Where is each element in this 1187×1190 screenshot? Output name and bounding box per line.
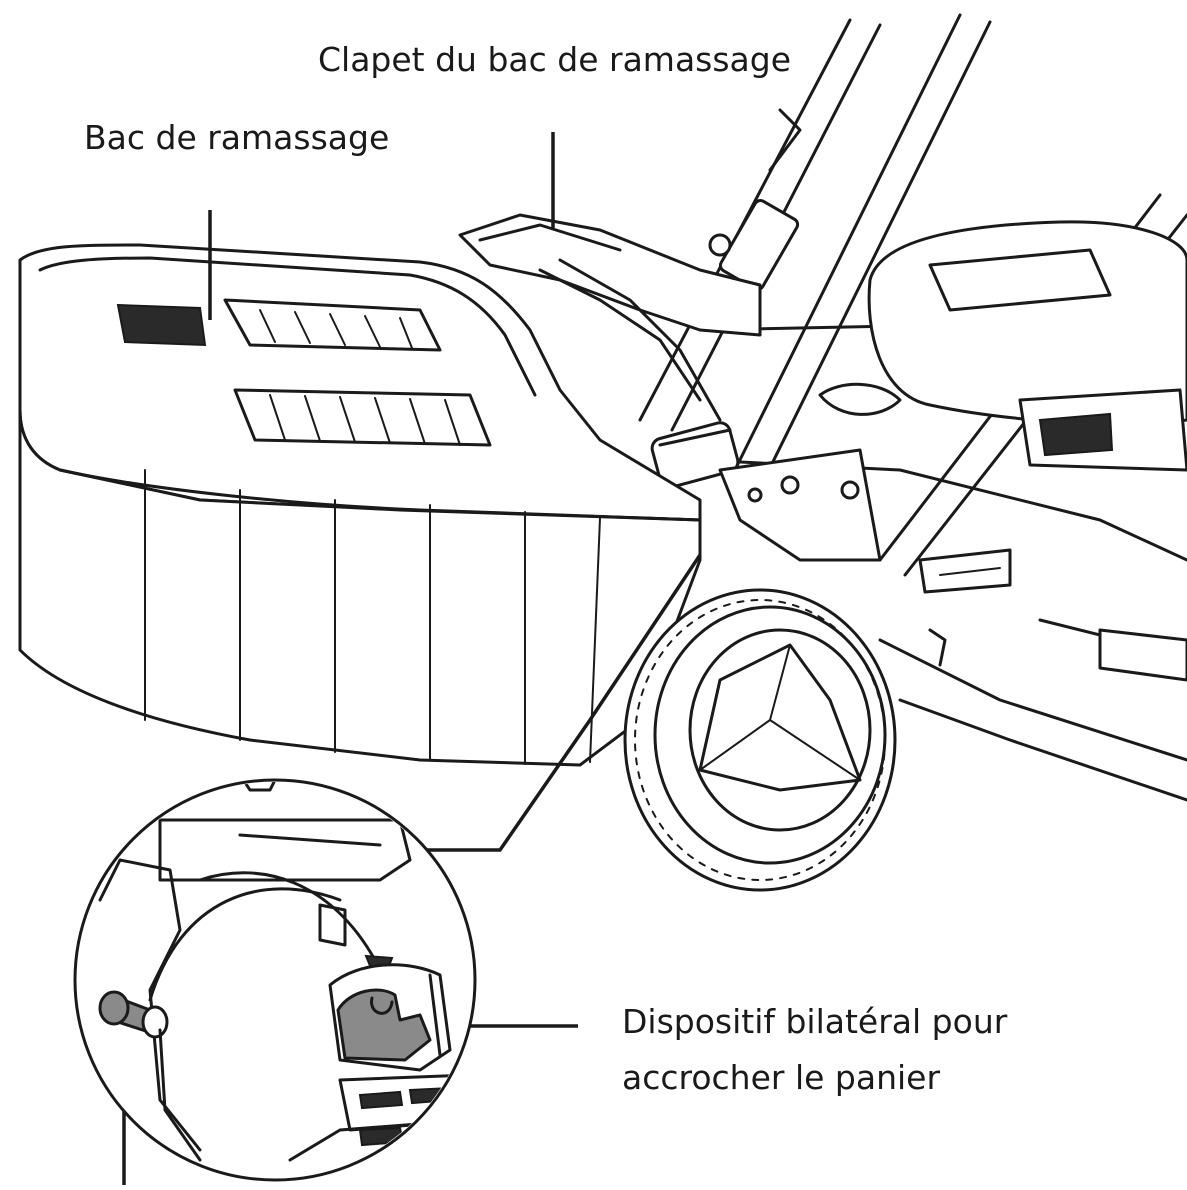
deck-foot <box>1098 628 1187 682</box>
inset-rail-slot-2 <box>408 1086 454 1105</box>
deck-lower-edge <box>878 638 1187 762</box>
handle-knob <box>708 233 732 257</box>
handle-bracket <box>650 421 740 489</box>
flap-arm-inner <box>558 258 722 422</box>
handle-base-plate <box>718 448 882 562</box>
height-adjust-pedal <box>918 548 1012 594</box>
lid-inner-rim <box>38 256 537 397</box>
wheel-spokes <box>699 644 861 781</box>
deck-latch <box>928 628 947 667</box>
wheel-tread <box>634 599 886 881</box>
lid-bottom-edge <box>58 468 702 522</box>
handle-center-rail-inner <box>758 20 992 490</box>
flap-top-plate <box>458 213 762 337</box>
inset-bracket-rib <box>428 973 442 1057</box>
inset-frame-left <box>98 858 202 1152</box>
detail-inset <box>73 778 477 1182</box>
inset-plate-edge <box>238 833 382 847</box>
inset-hook-notch <box>370 996 394 1015</box>
motor-vent-slot <box>928 248 1112 312</box>
rear-wheel <box>623 588 897 892</box>
inset-pin-end-left <box>98 990 130 1026</box>
handle-cable <box>768 108 802 172</box>
battery-latch <box>1038 412 1114 457</box>
vent-lower-slats <box>269 394 461 446</box>
inset-frame-inner <box>158 1028 202 1162</box>
bolt-2 <box>840 480 860 500</box>
handle-center-rail-outer <box>728 13 962 482</box>
inset-arrow-path <box>198 871 377 962</box>
inset-rail-slot-1 <box>358 1090 404 1110</box>
hook-device-label-line1: Dispositif bilatéral pour <box>622 1002 1008 1041</box>
grass-bag-body <box>18 288 702 767</box>
lid-vent-lower <box>233 388 492 447</box>
bolt-1 <box>780 475 800 495</box>
bag-seam-6 <box>589 517 601 763</box>
grass-bag-label: Bac de ramassage <box>84 118 390 157</box>
inset-small-block <box>318 903 347 947</box>
motor-cover <box>818 220 1187 472</box>
pedal-grip <box>939 567 1001 576</box>
flap-arm-outer <box>538 268 702 402</box>
bag-fill-indicator <box>116 303 207 347</box>
grass-bag <box>18 243 702 767</box>
vent-upper-slats <box>259 309 413 349</box>
flap-hinge-line <box>478 223 622 252</box>
grass-bag-flap-label: Clapet du bac de ramassage <box>318 40 800 88</box>
grass-bag-flap <box>458 213 882 562</box>
bolt-3 <box>747 487 763 503</box>
wheel-rim <box>688 628 872 832</box>
deck-skirt-edge <box>898 698 1187 802</box>
inset-deck-plate <box>158 818 412 882</box>
motor-detail <box>818 382 902 416</box>
inset-connector-line <box>402 554 702 852</box>
bracket-slot <box>658 428 732 447</box>
hook-device-label-line2: accrocher le panier <box>622 1058 941 1097</box>
inset-hook-device <box>336 988 432 1062</box>
lid-vent-upper <box>223 298 442 352</box>
inset-pin-end-right <box>141 1005 169 1039</box>
